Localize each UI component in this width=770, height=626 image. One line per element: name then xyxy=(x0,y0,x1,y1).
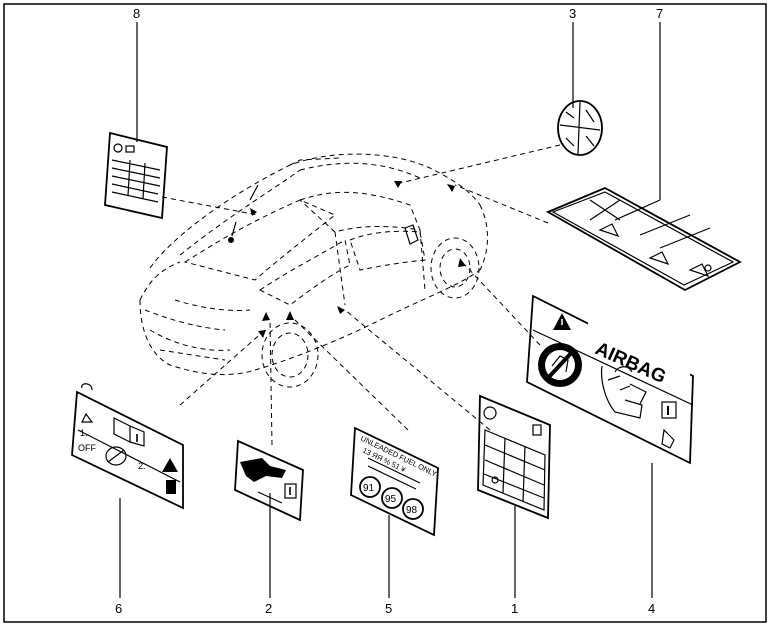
fuel-octane-98: 98 xyxy=(406,505,418,516)
leader-lines xyxy=(119,22,661,598)
callout-5: 5 xyxy=(385,601,392,616)
warning-item-2: 2. xyxy=(138,461,146,471)
callout-1: 1 xyxy=(511,601,518,616)
callout-6: 6 xyxy=(115,601,122,616)
vehicle-illustration xyxy=(139,153,488,388)
label-4-airbag-warning: AIRBAG xyxy=(526,294,694,465)
callout-3: 3 xyxy=(569,6,576,21)
fuel-octane-91: 91 xyxy=(363,483,375,494)
warning-off: OFF xyxy=(78,443,96,453)
label-2-refuel xyxy=(234,439,304,522)
callout-7: 7 xyxy=(656,6,663,21)
callout-4: 4 xyxy=(648,601,655,616)
callout-2: 2 xyxy=(265,601,272,616)
callout-8: 8 xyxy=(133,6,140,21)
label-6-filler-warning: 1. OFF 2. xyxy=(71,383,184,510)
warning-item-1: 1. xyxy=(80,428,88,438)
label-1-b-pillar-card xyxy=(477,394,551,520)
label-3-child-seat-round xyxy=(557,100,603,156)
frame-border xyxy=(3,3,767,623)
label-7-sun-visor-strip xyxy=(545,187,742,292)
label-8-tyre-pressure-card xyxy=(104,131,168,220)
fuel-octane-95: 95 xyxy=(385,494,397,505)
label-5-fuel-flap: UNLEADED FUEL ONLY 13 ЯЯ % 51 ¥ 91 95 98 xyxy=(350,426,439,537)
callout-numbers: 8 3 7 6 2 5 1 4 xyxy=(115,6,663,616)
